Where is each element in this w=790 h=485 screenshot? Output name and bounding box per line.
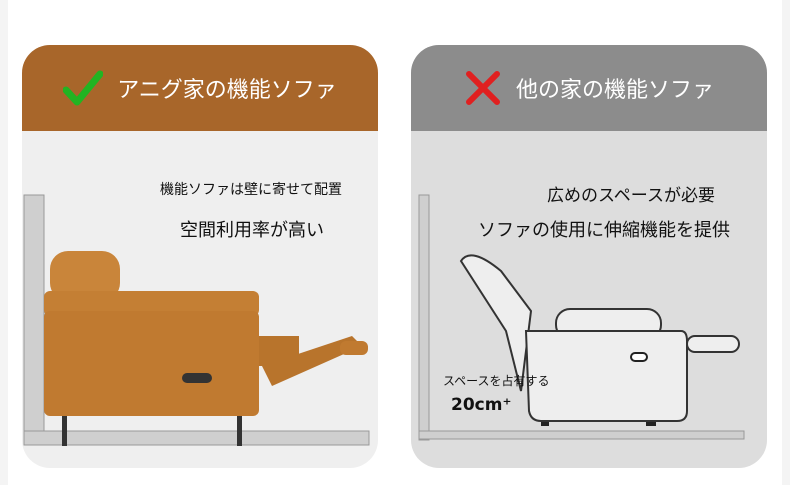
left-line2: 空間利用率が高い	[180, 220, 324, 241]
right-line1: 広めのスペースが必要	[547, 186, 715, 206]
reclined-sofa-illustration	[418, 194, 745, 441]
space-label: スペースを占有する	[443, 374, 550, 388]
cross-icon	[465, 71, 500, 105]
our-sofa-card: アニグ家の機能ソファ 機能ソファは壁に寄せて配置 空間利用率が高い	[22, 45, 378, 468]
check-icon	[63, 70, 104, 106]
other-sofa-title: 他の家の機能ソファ	[515, 78, 714, 103]
our-sofa-header: アニグ家の機能ソファ	[22, 45, 378, 131]
space-value: 20cm⁺	[451, 395, 512, 415]
right-line2: ソファの使用に伸縮機能を提供	[478, 220, 730, 241]
left-line1: 機能ソファは壁に寄せて配置	[160, 182, 342, 198]
our-sofa-title: アニグ家の機能ソファ	[117, 78, 337, 103]
wall-mounted-sofa-illustration	[23, 194, 370, 446]
other-sofa-header: 他の家の機能ソファ	[411, 45, 767, 131]
other-sofa-card: 他の家の機能ソファ 広めのスペースが必要 ソファの使用に伸縮機能を提供 スペース…	[411, 45, 767, 468]
